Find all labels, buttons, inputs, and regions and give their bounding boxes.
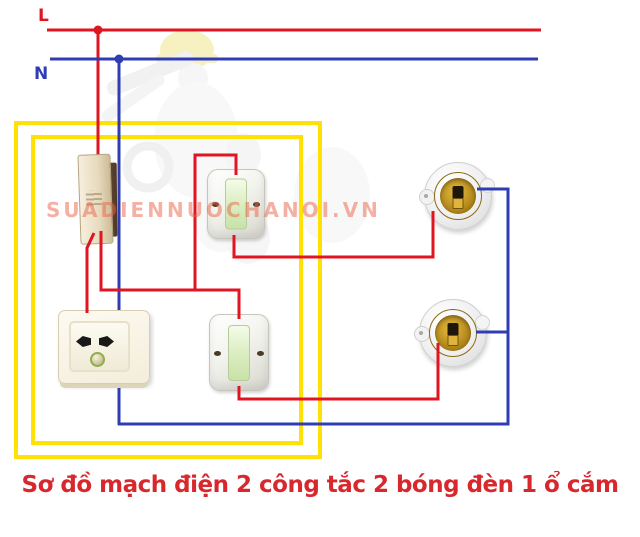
rocker-switch-1	[207, 169, 265, 239]
lamp-1-terminal-tab	[452, 198, 464, 209]
branch-to-switch1-wire	[193, 153, 238, 290]
lamp-1-brass-socket	[434, 172, 482, 220]
neutral-run-to-lamp1-wire	[118, 187, 510, 426]
neutral-junction-dot	[114, 54, 124, 64]
lamp-1-center-contact	[452, 186, 464, 199]
switch-1-screw-left	[212, 202, 219, 207]
lamp-2-mounting-ear-right	[475, 315, 490, 330]
power-outlet	[58, 310, 150, 384]
lamp-holder-1	[419, 162, 495, 230]
watermark: SUADIENNUOCHANOI.VN	[46, 198, 381, 222]
switch-1-screw-right	[253, 202, 260, 207]
live-junction-dot	[93, 25, 103, 35]
inner-yellow-frame	[31, 135, 303, 445]
switch2-to-lamp2-wire	[237, 343, 440, 401]
fuse-branch-to-switch2-wire	[99, 231, 241, 319]
fuse-to-outlet-wire	[85, 232, 96, 313]
lamp-2-center-contact	[447, 323, 459, 336]
outlet-screw	[90, 352, 105, 367]
switch-2-rocker	[228, 324, 250, 381]
outlet-slot-right	[99, 336, 114, 347]
switch-2-screw-right	[257, 350, 264, 356]
switch-2-screw-left	[214, 350, 221, 356]
switch-1-rocker	[225, 178, 247, 230]
outer-yellow-frame	[14, 121, 322, 459]
lamp-2-terminal-tab	[447, 335, 459, 346]
live-line-label: L	[38, 6, 49, 26]
diagram-caption: Sơ đồ mạch điện 2 công tắc 2 bóng đèn 1 …	[21, 472, 619, 498]
neutral-line-label: N	[34, 64, 49, 84]
outlet-slot-left	[76, 336, 91, 347]
switch1-to-lamp1-wire	[232, 211, 435, 259]
